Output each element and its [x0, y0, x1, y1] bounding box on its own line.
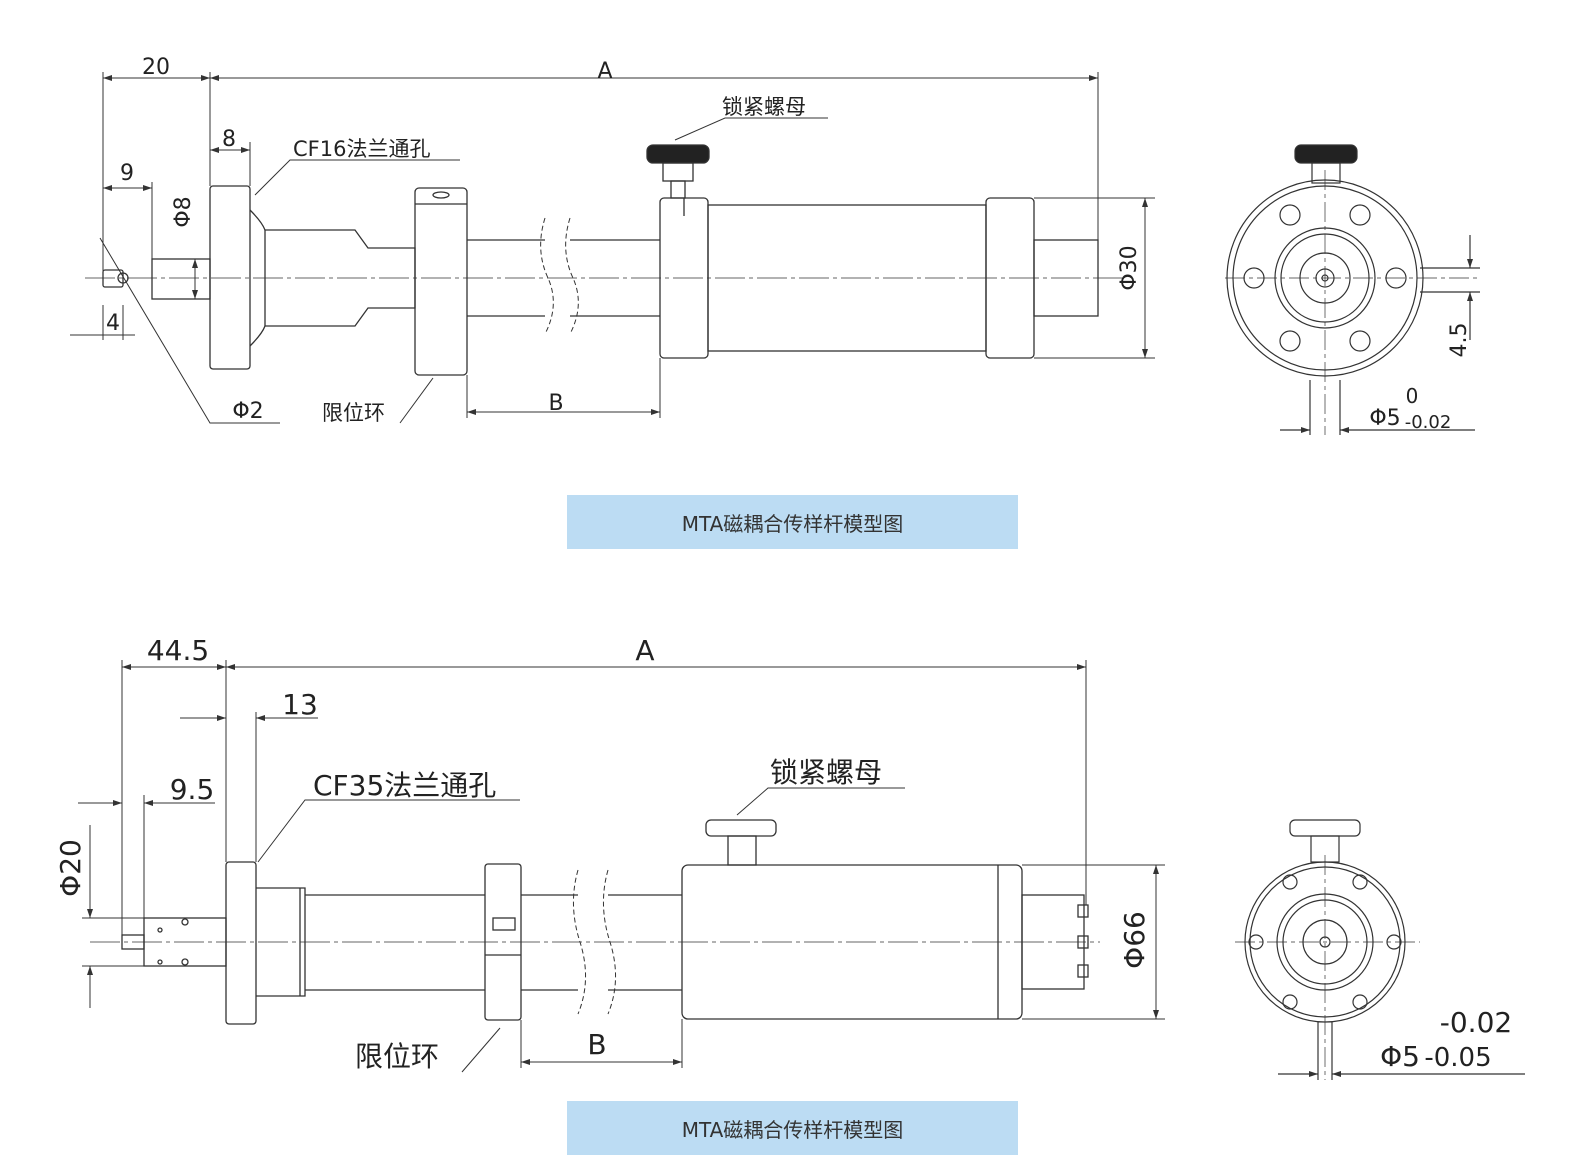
tol-upper: 0 — [1406, 384, 1419, 408]
bottom-dim-text: 44.5 A 13 9.5 Φ20 B Φ66 Φ5 -0.02 -0.05 C… — [54, 634, 1512, 1073]
label-flange-bottom: CF35法兰通孔 — [313, 769, 496, 802]
dim-phi20: Φ20 — [54, 839, 87, 897]
label-lock-nut: 锁紧螺母 — [722, 95, 806, 119]
dim-phi8: Φ8 — [171, 196, 196, 227]
label-stop-ring: 限位环 — [322, 401, 385, 425]
dim-a: A — [597, 59, 612, 84]
cf35-flange — [225, 861, 257, 1025]
label-lock-nut-bottom: 锁紧螺母 — [770, 756, 882, 789]
dim-phi5: Φ5 — [1369, 406, 1400, 431]
dim-9-5: 9.5 — [170, 773, 215, 806]
tol-lower-bottom: -0.05 — [1424, 1043, 1491, 1073]
dim-9: 9 — [120, 161, 134, 186]
dim-phi30: Φ30 — [1117, 245, 1142, 290]
dim-phi2: Φ2 — [232, 399, 263, 424]
tol-lower: -0.02 — [1405, 412, 1452, 433]
lock-nut — [646, 144, 710, 164]
dim-b-bottom: B — [587, 1028, 606, 1061]
dim-b: B — [548, 391, 563, 416]
top-dimension-lines — [70, 72, 1155, 424]
dim-8: 8 — [222, 127, 236, 152]
dim-20: 20 — [142, 55, 170, 80]
stop-ring — [414, 187, 468, 376]
dim-phi5-bottom: Φ5 — [1380, 1040, 1420, 1073]
label-stop-ring-bottom: 限位环 — [355, 1040, 439, 1073]
dim-a-bottom: A — [635, 634, 654, 667]
bottom-side-view — [90, 819, 1100, 1025]
caption-top: MTA磁耦合传样杆模型图 — [567, 495, 1018, 549]
dim-13: 13 — [282, 688, 318, 721]
dim-4-5: 4.5 — [1447, 323, 1472, 358]
dim-phi66: Φ66 — [1118, 911, 1151, 969]
bottom-dimension-lines — [78, 660, 1165, 1073]
stop-ring-bottom — [484, 863, 522, 1021]
cf16-flange — [209, 185, 251, 370]
dim-4: 4 — [106, 311, 120, 336]
lock-nut-bottom — [705, 819, 777, 837]
dim-44-5: 44.5 — [147, 634, 209, 667]
top-dim-text: 20 A 8 9 Φ8 4 Φ2 B Φ30 4.5 Φ5 0 -0.02 CF… — [106, 55, 1472, 433]
label-flange: CF16法兰通孔 — [293, 137, 430, 161]
tol-upper-bottom: -0.02 — [1440, 1006, 1512, 1039]
top-side-view — [85, 144, 1125, 376]
bottom-end-view — [1235, 819, 1525, 1080]
caption-bottom: MTA磁耦合传样杆模型图 — [567, 1101, 1018, 1155]
top-end-view — [1225, 144, 1480, 435]
